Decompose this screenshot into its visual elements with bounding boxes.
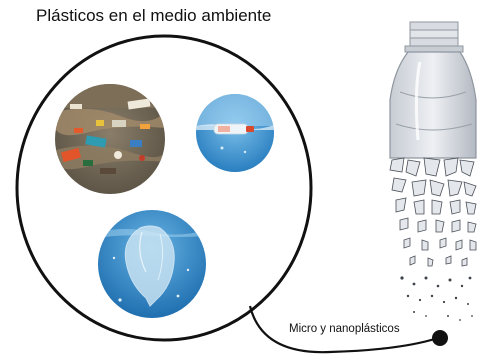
floating-bottle-icon: [196, 94, 274, 172]
page-title: Plásticos en el medio ambiente: [36, 6, 272, 25]
plastic-bag-underwater-icon: [98, 210, 206, 318]
micro-nanoplastics-label: Micro y nanoplásticos: [289, 323, 400, 335]
connector-line: [248, 305, 439, 354]
crumbling-bottle-icon: [389, 21, 477, 321]
outline-circle: [15, 34, 313, 342]
polluted-shore-icon: [55, 84, 165, 194]
microplastic-dot: [432, 330, 448, 346]
